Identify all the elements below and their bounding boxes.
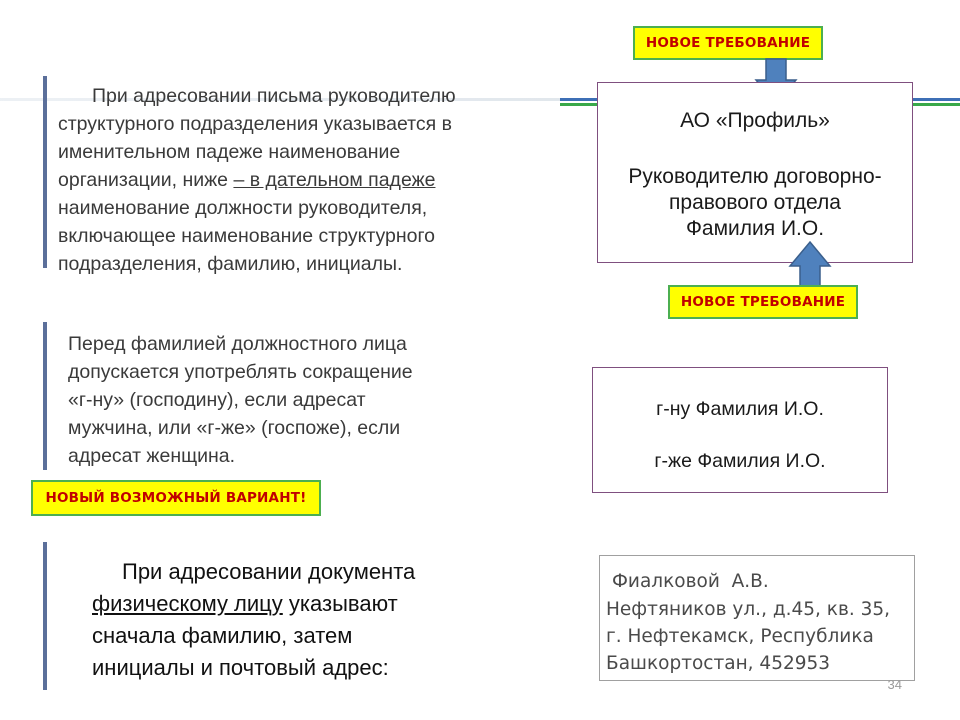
section3-line2: физическому лицу указывают bbox=[92, 588, 512, 620]
section3-line4: инициалы и почтовый адрес: bbox=[92, 655, 389, 680]
section1-line5: наименование должности руководителя, bbox=[58, 197, 428, 219]
org-position-line2: правового отдела bbox=[669, 191, 841, 214]
section1-line4: организации, ниже – в дательном падеже bbox=[58, 166, 558, 194]
deco-stripe-gray bbox=[0, 98, 960, 101]
section1-line1: При адресовании письма руководителю bbox=[92, 85, 456, 107]
new-possible-variant-badge: НОВЫЙ ВОЗМОЖНЫЙ ВАРИАНТ! bbox=[31, 480, 321, 516]
section1-line6: включающее наименование структурного bbox=[58, 225, 436, 247]
org-person-name: Фамилия И.О. bbox=[685, 217, 825, 240]
honorific-female: г-же Фамилия И.О. bbox=[654, 450, 826, 472]
honorific-male: г-ну Фамилия И.О. bbox=[656, 398, 824, 420]
new-requirement-badge-bottom: НОВОЕ ТРЕБОВАНИЕ bbox=[668, 285, 858, 319]
section1-line3: именительном падеже наименование bbox=[58, 141, 401, 163]
org-position-line1: Руководителю договорно- bbox=[628, 165, 882, 188]
section2-line1: Перед фамилией должностного лица bbox=[68, 333, 407, 355]
section2-line2: допускается употреблять сокращение bbox=[68, 361, 413, 383]
address-region: Башкортостан, 452953 bbox=[606, 653, 831, 674]
section2-line4: мужчина, или «г-же» (госпоже), если bbox=[68, 417, 401, 439]
address-recipient: Фиалковой А.В. bbox=[612, 571, 769, 592]
section1-bar bbox=[43, 76, 47, 268]
section1-underlined: – в дательном падеже bbox=[233, 169, 436, 191]
section1-line7: подразделения, фамилию, инициалы. bbox=[58, 253, 403, 275]
arrow-up-icon bbox=[788, 240, 832, 288]
section2-text: Перед фамилией должностного лица допуска… bbox=[68, 330, 528, 470]
page-number: 34 bbox=[887, 677, 902, 692]
section3-underlined: физическому лицу bbox=[92, 591, 283, 616]
section1-text: При адресовании письма руководителю стру… bbox=[58, 82, 558, 278]
section2-line5: адресат женщина. bbox=[68, 445, 236, 467]
section3-text: При адресовании документа физическому ли… bbox=[92, 556, 512, 684]
new-requirement-badge-top: НОВОЕ ТРЕБОВАНИЕ bbox=[633, 26, 823, 60]
section3-line2-rest: указывают bbox=[282, 591, 398, 616]
address-city: г. Нефтекамск, Республика bbox=[606, 626, 874, 647]
honorific-box: г-ну Фамилия И.О. г-же Фамилия И.О. bbox=[592, 367, 888, 493]
org-name: АО «Профиль» bbox=[680, 109, 830, 132]
section1-line2: структурного подразделения указывается в bbox=[58, 113, 452, 135]
postal-address-box: Фиалковой А.В. Нефтяников ул., д.45, кв.… bbox=[599, 555, 915, 681]
section1-line4-start: организации, ниже bbox=[58, 169, 234, 191]
section3-bar bbox=[43, 542, 47, 690]
section3-line1: При адресовании документа bbox=[122, 559, 416, 584]
address-street: Нефтяников ул., д.45, кв. 35, bbox=[606, 599, 891, 620]
org-address-box: АО «Профиль» Руководителю договорно- пра… bbox=[597, 82, 913, 263]
section2-bar bbox=[43, 322, 47, 470]
section3-line3: сначала фамилию, затем bbox=[92, 623, 353, 648]
section2-line3: «г-ну» (господину), если адресат bbox=[68, 389, 366, 411]
